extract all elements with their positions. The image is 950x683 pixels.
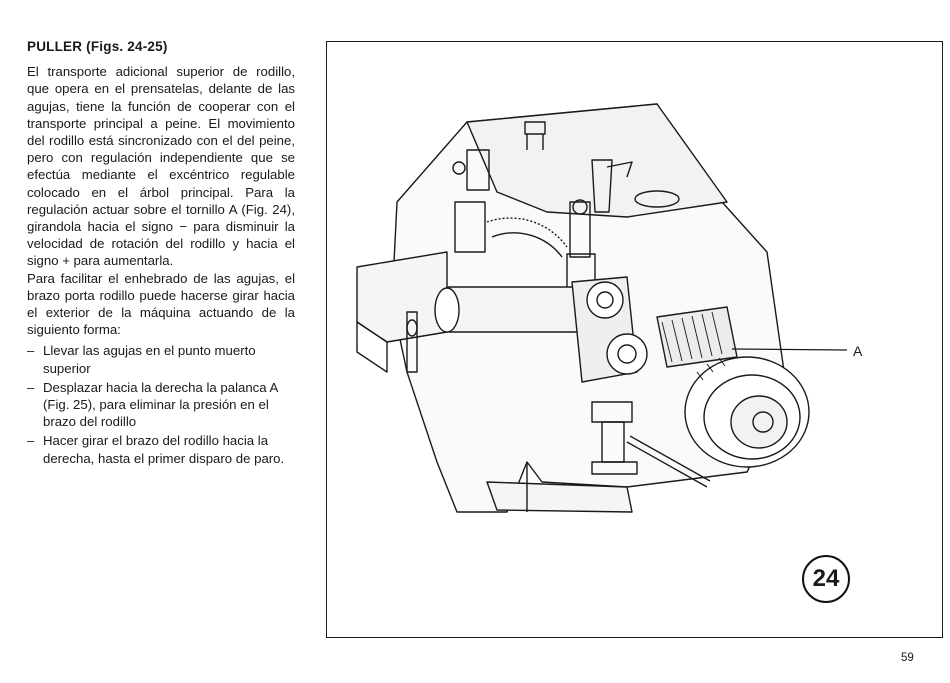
paragraph-2: Para facilitar el enhebrado de las aguja…	[27, 270, 295, 338]
figure-frame: A 24	[326, 41, 943, 638]
page-number: 59	[901, 652, 914, 664]
sewing-machine-illustration	[356, 103, 848, 513]
callout-label-a: A	[853, 343, 863, 359]
figure-number-badge: 24	[802, 555, 850, 603]
text-column: PULLER (Figs. 24-25) El transporte adici…	[27, 38, 295, 469]
paragraph-1: El transporte adicional superior de rodi…	[27, 64, 295, 269]
steps-list: Llevar las agujas en el punto muerto sup…	[27, 342, 295, 466]
step-item: Desplazar hacia la derecha la palanca A …	[27, 379, 295, 431]
step-item: Hacer girar el brazo del rodillo hacia l…	[27, 432, 295, 466]
section-heading: PULLER (Figs. 24-25)	[27, 39, 168, 54]
step-item: Llevar las agujas en el punto muerto sup…	[27, 342, 295, 376]
